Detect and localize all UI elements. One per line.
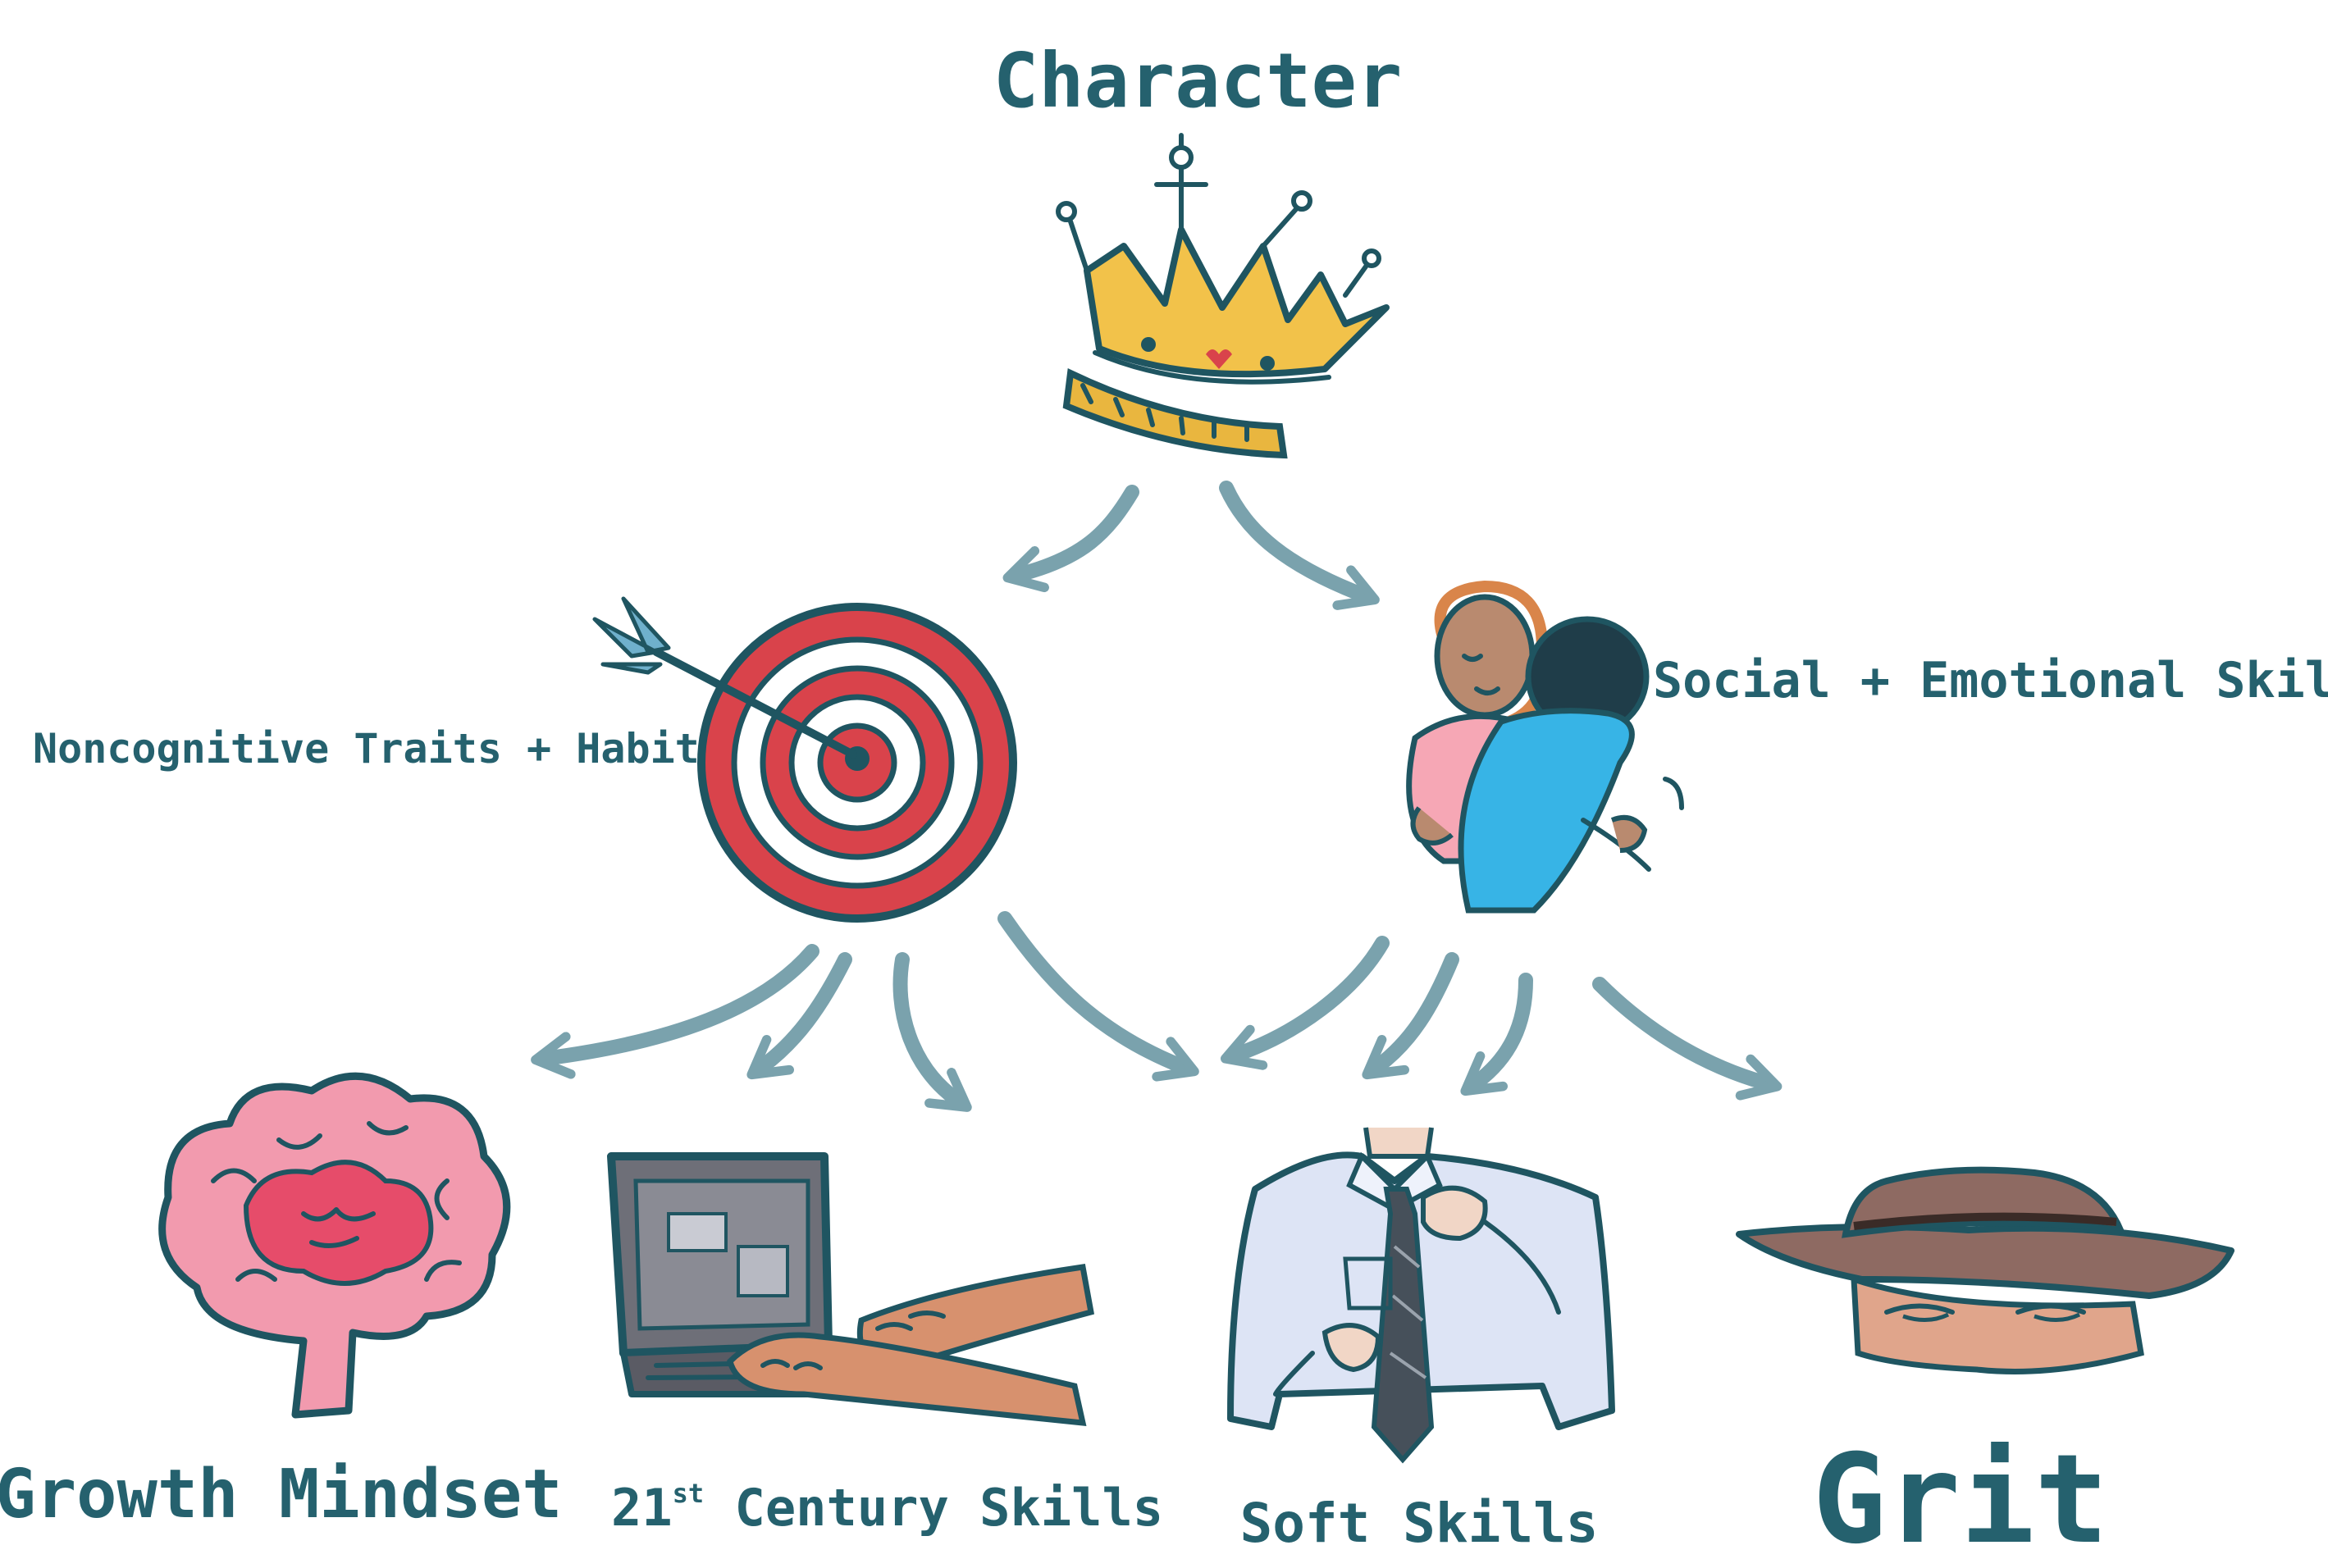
arrow-noncognitive-to-century-b (892, 952, 972, 1112)
shirt-tie-icon (1227, 1127, 1615, 1464)
hug-icon (1406, 580, 1684, 914)
arrow-social-to-soft-a (1220, 936, 1390, 1070)
node-grit-label: Grit (1812, 1429, 2108, 1568)
node-growth-mindset-label: Growth Mindset (0, 1456, 563, 1534)
node-growth-mindset: Growth Mindset (0, 1072, 563, 1534)
arrow-character-to-noncognitive (1002, 485, 1139, 593)
node-soft-skills-label: Soft Skills (1239, 1492, 1598, 1555)
target-icon (592, 596, 1017, 923)
arrow-social-to-soft-b (1362, 952, 1459, 1080)
brain-icon (158, 1072, 511, 1419)
arrow-social-to-grit (1592, 977, 1783, 1101)
arrow-noncognitive-to-growth (531, 944, 819, 1079)
node-character-label: Character (993, 37, 1403, 125)
arrows (531, 481, 1783, 1112)
node-social-emotional: Social + Emotional Skills (1406, 580, 2328, 914)
arrow-social-to-soft-c (1460, 973, 1533, 1096)
node-noncognitive-label: Noncognitive Traits + Habits (33, 725, 724, 773)
node-social-emotional-label: Social + Emotional Skills (1653, 652, 2328, 709)
node-character: Character (993, 37, 1403, 459)
arrow-noncognitive-to-century-a (746, 952, 852, 1080)
arrow-character-to-social (1219, 481, 1380, 610)
crown-icon (1056, 133, 1390, 459)
node-soft-skills: Soft Skills (1227, 1127, 1615, 1555)
century-sup: st (673, 1478, 705, 1509)
cowboy-hat-icon (1736, 1166, 2234, 1374)
arrow-noncognitive-to-soft (997, 911, 1199, 1082)
century-prefix: 21 (611, 1478, 673, 1538)
node-grit: Grit (1736, 1166, 2234, 1568)
node-noncognitive: Noncognitive Traits + Habits (33, 596, 1017, 923)
century-suffix: Century Skills (704, 1478, 1163, 1538)
node-century-skills-label: 21st Century Skills (611, 1478, 1163, 1538)
laptop-icon (607, 1152, 1095, 1426)
node-century-skills: 21st Century Skills (607, 1152, 1163, 1538)
